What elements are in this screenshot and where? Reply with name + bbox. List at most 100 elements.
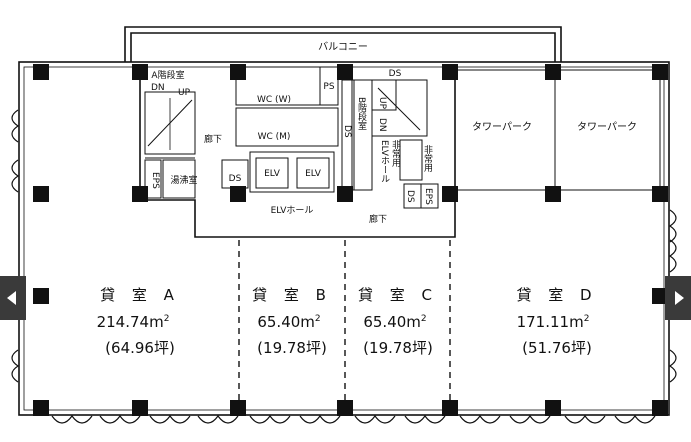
window-bay <box>11 349 20 383</box>
stair-b-up: UP <box>377 97 387 110</box>
column <box>337 64 353 80</box>
elv-shaft <box>249 151 335 193</box>
corridor-left-label: 廊下 <box>204 133 222 145</box>
window-bay <box>614 414 656 424</box>
window-bays <box>11 109 677 424</box>
column <box>652 288 668 304</box>
room-area: 65.40 <box>363 313 406 331</box>
ds-c-label: DS <box>405 190 415 203</box>
ds-b-label: DS <box>342 125 352 138</box>
svg-text:214.74m2: 214.74m2 <box>97 313 170 331</box>
column <box>230 400 246 416</box>
balcony-inner <box>130 32 556 62</box>
prev-arrow-button[interactable] <box>0 276 26 320</box>
window-bay <box>404 414 446 424</box>
room-title: 貸 室 A <box>100 286 180 304</box>
eps-a-label: EPS <box>150 172 160 189</box>
column <box>33 186 49 202</box>
stair-b-run <box>371 79 428 137</box>
room-tsubo: (51.76坪) <box>522 339 592 357</box>
corridor-right-label: 廊下 <box>369 213 387 225</box>
svg-text:171.11m2: 171.11m2 <box>517 313 590 331</box>
column <box>545 400 561 416</box>
elv-1 <box>255 157 289 189</box>
chevron-left-icon <box>7 291 16 305</box>
column <box>545 64 561 80</box>
column <box>442 186 458 202</box>
ds-top-label: DS <box>389 69 402 79</box>
column <box>337 186 353 202</box>
next-arrow-button[interactable] <box>665 276 691 320</box>
room-unit-sup: 2 <box>164 314 170 324</box>
stair-a-dn: DN <box>151 83 165 93</box>
elv-2-label: ELV <box>305 169 322 179</box>
window-bay <box>668 209 677 243</box>
emergency-label-2: 非常用 <box>422 144 433 173</box>
room-d: 貸 室 D 171.11m2 (51.76坪) <box>516 286 597 357</box>
room-area: 171.11 <box>517 313 570 331</box>
window-bay <box>11 109 20 143</box>
room-unit: m <box>569 313 584 331</box>
column <box>33 400 49 416</box>
room-tsubo: (19.78坪) <box>363 339 433 357</box>
column <box>132 400 148 416</box>
room-title: 貸 室 C <box>358 286 438 304</box>
column <box>442 64 458 80</box>
kitchen <box>162 159 196 199</box>
kitchen-label: 湯沸室 <box>170 174 197 186</box>
outer-wall-inner <box>23 66 665 411</box>
structural-columns <box>33 64 668 416</box>
room-unit: m <box>406 313 421 331</box>
stair-a-up: UP <box>178 88 191 98</box>
svg-text:65.40m2: 65.40m2 <box>257 313 320 331</box>
column <box>652 400 668 416</box>
room-unit-sup: 2 <box>421 314 427 324</box>
wc-w-label: WC (W) <box>257 95 291 105</box>
window-bay <box>564 414 606 424</box>
stair-a-label: A階段室 <box>151 69 184 81</box>
column <box>33 64 49 80</box>
window-bay <box>668 239 677 273</box>
ds-left-label: DS <box>229 174 242 184</box>
stair-b-label: B階段室 <box>356 97 367 130</box>
room-unit: m <box>300 313 315 331</box>
window-bay <box>149 414 191 424</box>
window-bay <box>354 414 396 424</box>
svg-text:65.40m2: 65.40m2 <box>363 313 426 331</box>
room-unit: m <box>149 313 164 331</box>
outer-wall <box>18 61 670 416</box>
window-bay <box>249 414 291 424</box>
window-bay <box>197 414 239 424</box>
eps-c-label: EPS <box>423 188 433 205</box>
emergency-elv <box>399 139 423 181</box>
stair-b-dn: DN <box>377 118 387 132</box>
wc-m <box>235 107 339 147</box>
core-wall <box>139 67 456 238</box>
window-bay <box>299 414 341 424</box>
ps <box>319 66 339 106</box>
elv-2 <box>296 157 330 189</box>
room-title: 貸 室 D <box>516 286 597 304</box>
room-b: 貸 室 B 65.40m2 (19.78坪) <box>252 286 327 357</box>
column <box>545 186 561 202</box>
column <box>132 64 148 80</box>
column <box>652 186 668 202</box>
column <box>652 64 668 80</box>
room-a: 貸 室 A 214.74m2 (64.96坪) <box>97 286 180 357</box>
elv-1-label: ELV <box>264 169 281 179</box>
chevron-right-icon <box>675 291 684 305</box>
room-c: 貸 室 C 65.40m2 (19.78坪) <box>358 286 438 357</box>
balcony-outline <box>124 26 562 62</box>
tower-park-label-2: タワーパーク <box>577 121 637 133</box>
window-bay <box>668 349 677 383</box>
column <box>230 64 246 80</box>
wc-m-label: WC (M) <box>258 132 291 142</box>
eps-a <box>144 159 162 199</box>
column <box>33 288 49 304</box>
column <box>442 400 458 416</box>
column <box>230 186 246 202</box>
tower-park-label-1: タワーパーク <box>472 121 532 133</box>
window-bay <box>509 414 551 424</box>
room-area: 65.40 <box>257 313 300 331</box>
